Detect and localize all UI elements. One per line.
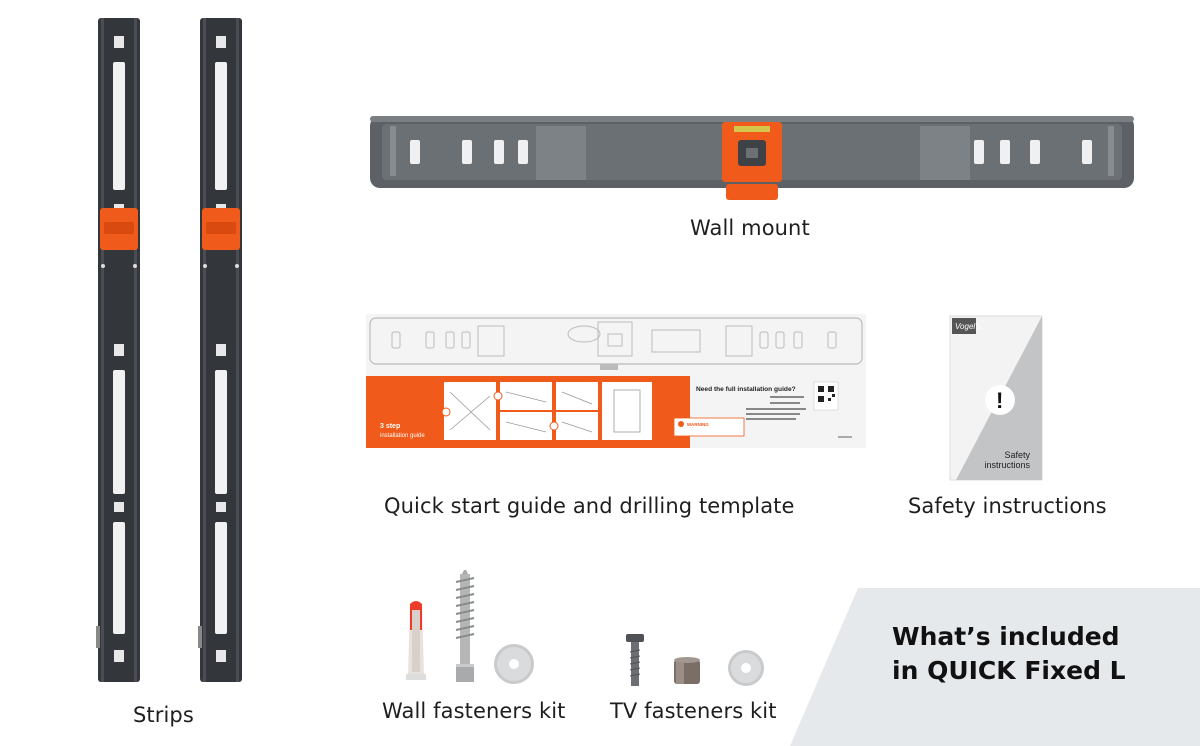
safety-brand-logo: Vogel's: [955, 322, 981, 331]
wall-mount-caption: Wall mount: [690, 216, 810, 240]
tv-fasteners-caption: TV fasteners kit: [610, 699, 777, 723]
strip-right: [198, 18, 242, 682]
quick-start-guide-image: 3 step installation guide Need the full …: [366, 314, 866, 448]
warning-icon: !: [996, 388, 1003, 413]
guide-steps-label: 3 step: [380, 423, 400, 430]
strips-caption: Strips: [133, 703, 194, 727]
guide-question: Need the full installation guide?: [696, 386, 796, 393]
tv-bolt-icon: [626, 634, 644, 686]
safety-booklet-image: Vogel's ! Safety instructions: [946, 314, 1046, 482]
guide-steps-label-2: installation guide: [380, 433, 425, 439]
safety-booklet-line1: Safety: [1004, 450, 1030, 460]
whats-included-panel: [790, 588, 1200, 746]
lag-screw-icon: [455, 570, 475, 682]
whats-included-line1: What’s included: [892, 622, 1120, 651]
tv-fasteners-image: [616, 630, 768, 692]
tv-washer-icon: [728, 650, 764, 686]
whats-included-line2: in QUICK Fixed L: [892, 656, 1126, 685]
strip-left: [96, 18, 140, 682]
whats-included-title: What’s included in QUICK Fixed L: [892, 620, 1192, 688]
washer-icon: [494, 644, 534, 684]
quick-start-caption: Quick start guide and drilling template: [384, 494, 795, 518]
guide-warning: WARNING: [687, 422, 709, 427]
safety-booklet-line2: instructions: [984, 460, 1030, 470]
spacer-icon: [674, 657, 700, 684]
safety-caption: Safety instructions: [908, 494, 1107, 518]
wall-mount-image: [368, 112, 1136, 204]
wall-plug-icon: [406, 601, 426, 680]
wall-fasteners-caption: Wall fasteners kit: [382, 699, 566, 723]
strips-image: [90, 14, 250, 686]
wall-fasteners-image: [396, 570, 546, 690]
